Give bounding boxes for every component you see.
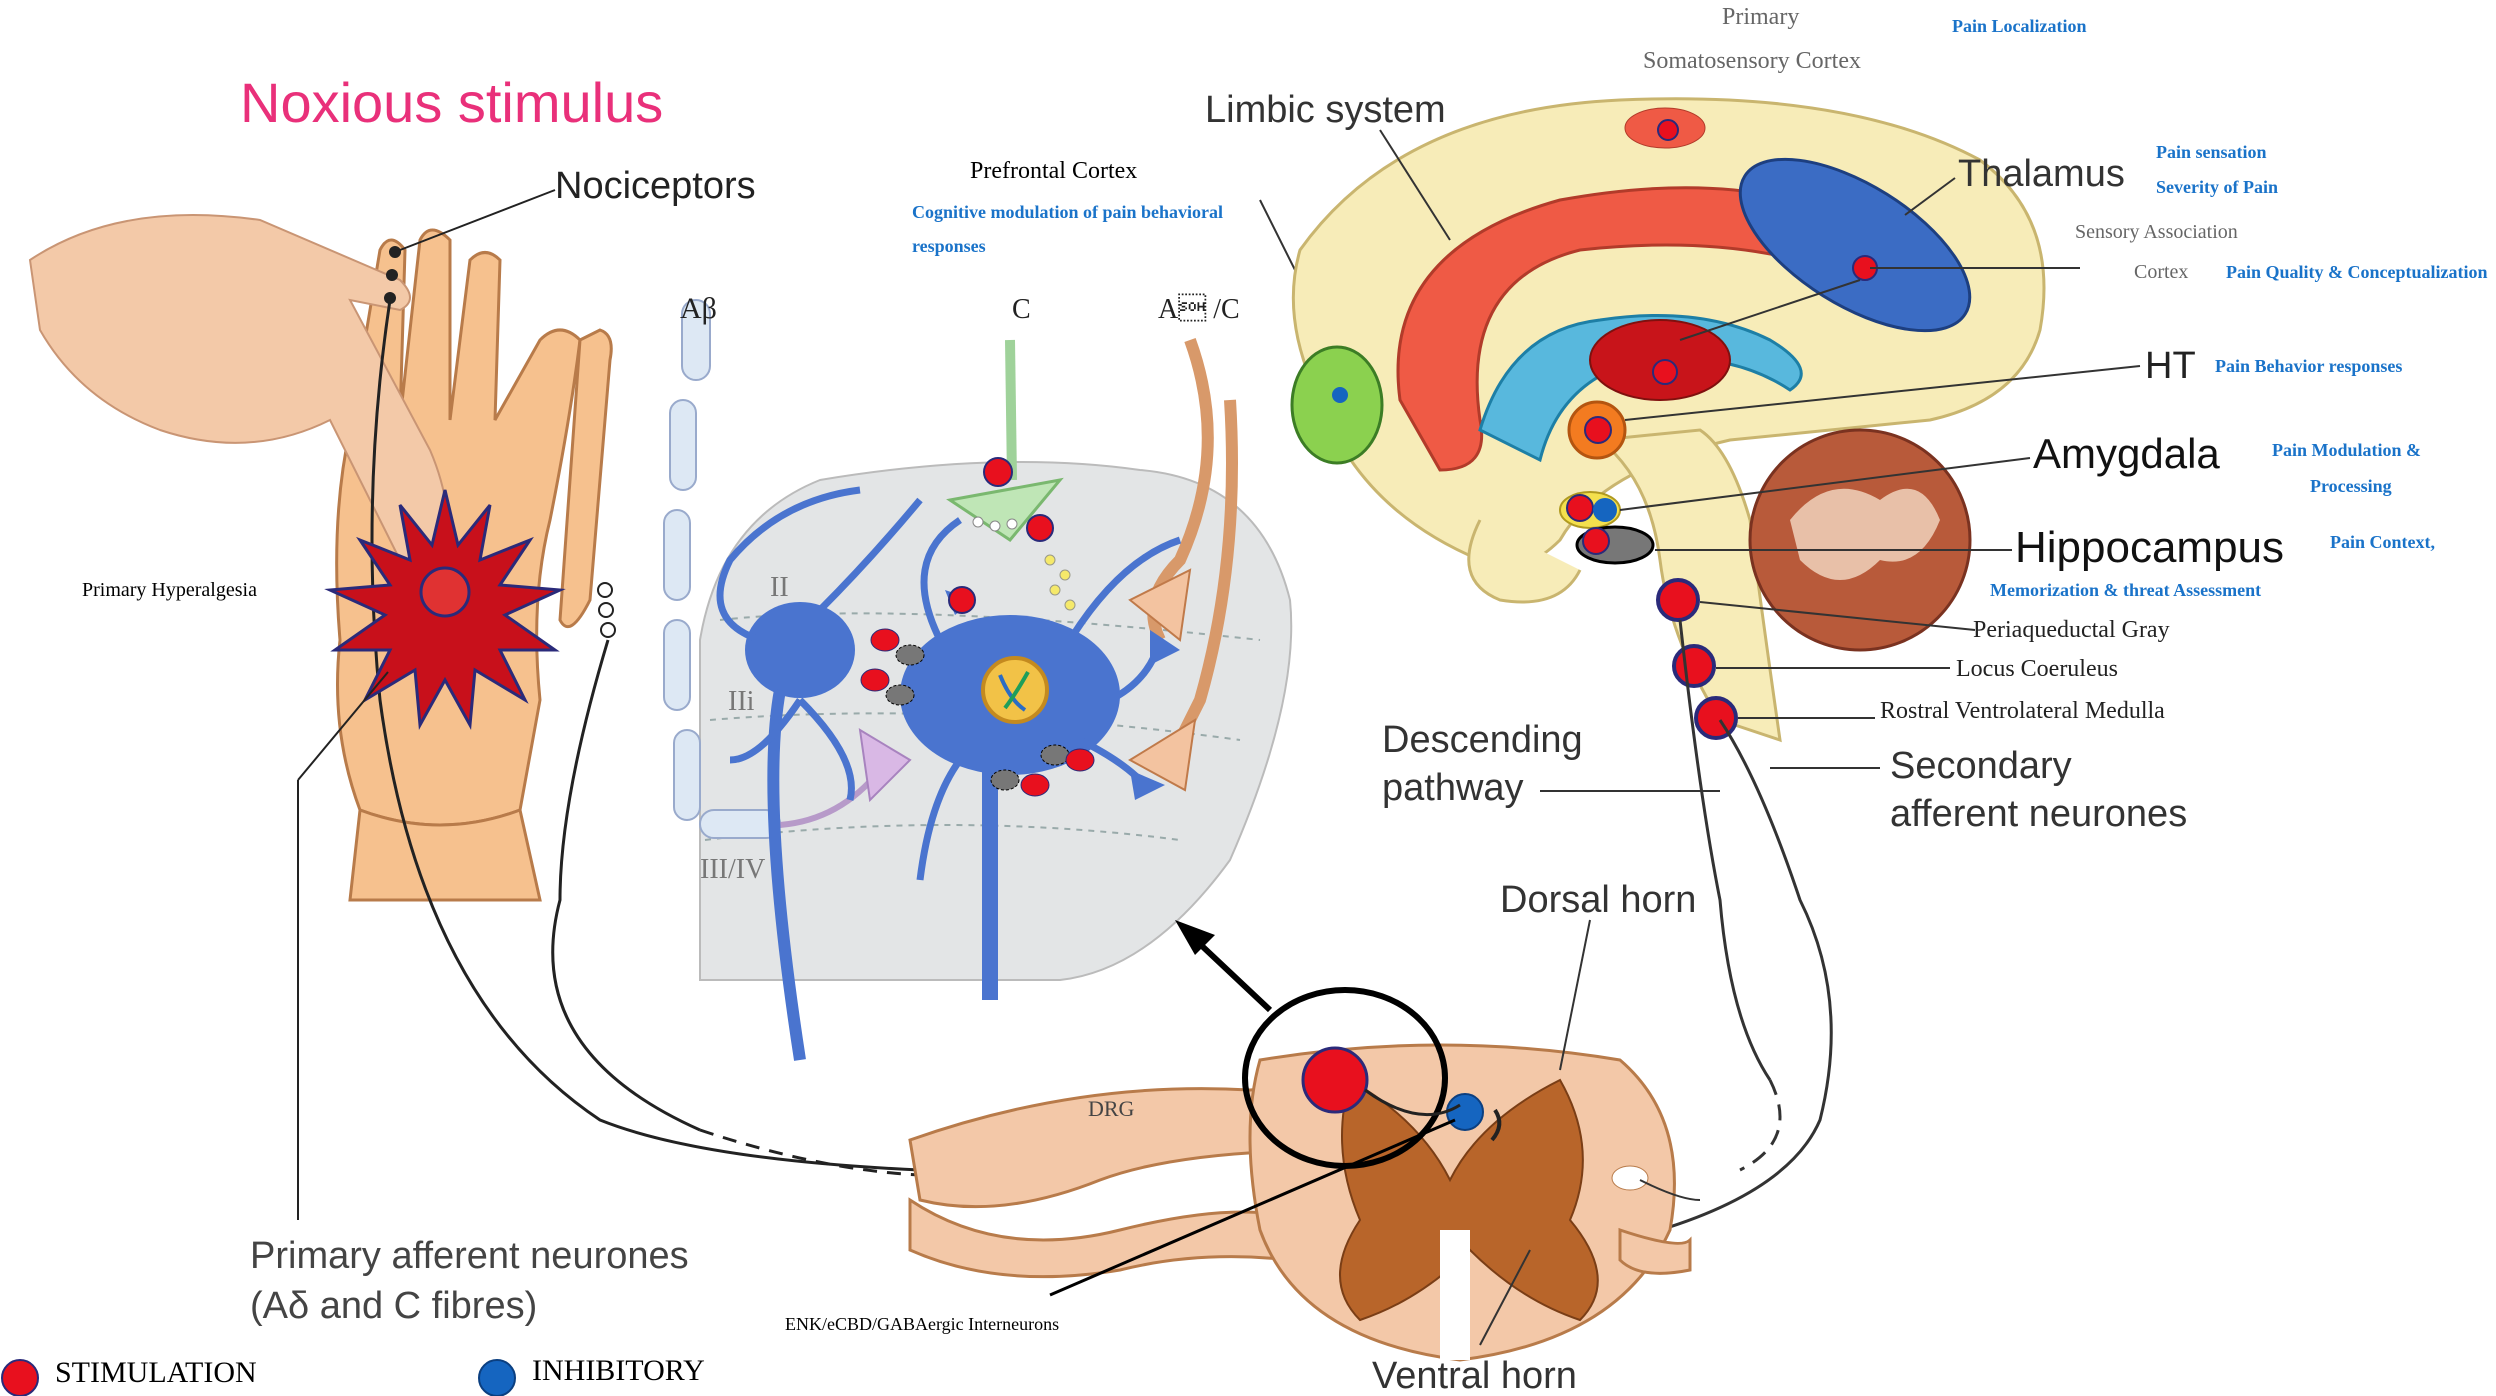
diagram-title: Noxious stimulus — [240, 71, 663, 134]
nociceptors-label: Nociceptors — [555, 165, 756, 207]
stim-dot — [984, 458, 1012, 486]
lamina-III-IV-label: III/IV — [700, 854, 765, 885]
prefrontal-function-2: responses — [912, 236, 986, 256]
stimulus-point — [421, 568, 469, 616]
stim-dot — [949, 587, 975, 613]
stim-dot — [1027, 515, 1053, 541]
fiber-label-abeta: Aβ — [680, 292, 717, 325]
legend-stimulation-label: STIMULATION — [55, 1356, 257, 1389]
somatosensory-label-1: Primary — [1722, 4, 1799, 30]
somatosensory-function: Pain Localization — [1952, 16, 2087, 36]
sensory-assoc-function: Pain Quality & Conceptualization — [2226, 262, 2488, 282]
ventral-horn-label: Ventral horn — [1372, 1355, 1577, 1396]
drg-label: DRG — [1088, 1096, 1135, 1121]
thalamus-label: Thalamus — [1958, 153, 2125, 195]
amygdala-function-2: Processing — [2310, 476, 2392, 496]
pag-label: Periaqueductal Gray — [1973, 617, 2170, 643]
ht-function: Pain Behavior responses — [2215, 356, 2402, 376]
amygdala-label: Amygdala — [2033, 430, 2220, 477]
legend-inhibitory-label: INHIBITORY — [532, 1354, 705, 1387]
limbic-system-label: Limbic system — [1205, 89, 1446, 131]
descending-label-2: pathway — [1382, 767, 1524, 809]
sensory-assoc-label-2: Cortex — [2134, 261, 2188, 283]
legend: STIMULATION INHIBITORY — [2, 1354, 705, 1396]
fiber-label-c: C — [1012, 294, 1031, 325]
fiber-label-adelta-c: A /C — [1158, 293, 1240, 325]
rvlm-marker — [1696, 698, 1736, 738]
lc-marker — [1674, 646, 1714, 686]
hyperalgesia-label: Primary Hyperalgesia — [82, 579, 257, 601]
legend-inhibitory-swatch — [479, 1360, 515, 1396]
primary-afferent-label: Primary afferent neurones — [250, 1235, 689, 1277]
prefrontal-function: Cognitive modulation of pain behavioral — [912, 202, 1223, 222]
primary-afferent-sublabel: (Aδ and C fibres) — [250, 1285, 537, 1327]
secondary-pathway-line — [1660, 720, 1831, 1230]
hippocampus-label: Hippocampus — [2015, 523, 2284, 572]
hippocampus-function-1: Pain Context, — [2330, 532, 2435, 552]
inhibitory-marker — [1447, 1094, 1483, 1130]
lc-label: Locus Coeruleus — [1956, 656, 2118, 682]
somatosensory-dot — [1658, 120, 1678, 140]
thalamus-function-2: Severity of Pain — [2156, 177, 2278, 197]
rvlm-label: Rostral Ventrolateral Medulla — [1880, 698, 2165, 724]
c-fiber — [1010, 340, 1012, 480]
secondary-label-2: afferent neurones — [1890, 793, 2187, 835]
sensory-assoc-label-1: Sensory Association — [2075, 221, 2238, 243]
pag-marker — [1658, 580, 1698, 620]
prefrontal-ellipse — [1292, 347, 1382, 463]
interneurons-label: ENK/eCBD/GABAergic Interneurons — [785, 1314, 1059, 1334]
somatosensory-label-2: Somatosensory Cortex — [1643, 48, 1861, 74]
stimulation-marker — [1303, 1048, 1367, 1112]
secondary-label-1: Secondary — [1890, 745, 2072, 787]
amygdala-function-1: Pain Modulation & — [2272, 440, 2421, 460]
thalamus-function-1: Pain sensation — [2156, 142, 2267, 162]
legend-stimulation-swatch — [2, 1360, 38, 1396]
dorsal-horn-label: Dorsal horn — [1500, 879, 1696, 921]
lamina-IIi-label: IIi — [728, 686, 755, 717]
ht-label: HT — [2145, 345, 2196, 387]
hippocampus-function-2: Memorization & threat Assessment — [1990, 580, 2261, 600]
lamina-II-label: II — [770, 572, 789, 603]
descending-label-1: Descending — [1382, 719, 1583, 761]
nociceptors-leader — [400, 190, 555, 250]
prefrontal-cortex-label: Prefrontal Cortex — [970, 158, 1137, 184]
